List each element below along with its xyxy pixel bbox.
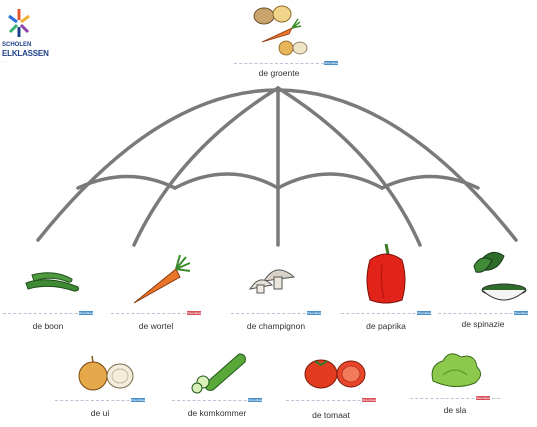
- hub-label: de groente: [224, 68, 334, 78]
- card-wortel-tag: Woordkaart: [187, 311, 201, 315]
- bean-icon: [0, 255, 103, 315]
- card-boon-tag: Woordkaart: [79, 311, 93, 315]
- card-komkommer-tag: Woordkaart: [248, 398, 262, 402]
- card-paprika-tag: Woordkaart: [417, 311, 431, 315]
- tomato-icon: [276, 352, 386, 412]
- vegetables-basket-icon: [224, 2, 334, 62]
- bell-pepper-icon: [331, 240, 441, 310]
- carrot-icon: [101, 255, 211, 315]
- mushroom-icon: [221, 255, 331, 315]
- card-champignon-label: de champignon: [221, 321, 331, 331]
- card-ui-tag: Woordkaart: [131, 398, 145, 402]
- card-champignon-tag: Woordkaart: [307, 311, 321, 315]
- card-tomaat-tag: Woordkaart: [362, 398, 376, 402]
- card-boon-label: de boon: [0, 321, 103, 331]
- umbrella-scallop-4: [382, 177, 478, 189]
- card-sla-tag: Woordkaart: [476, 396, 490, 400]
- card-ui-label: de ui: [45, 408, 155, 418]
- card-komkommer-label: de komkommer: [162, 408, 272, 418]
- umbrella-rib-3: [278, 88, 420, 245]
- card-spinazie-label: de spinazie: [428, 319, 537, 329]
- umbrella-scallop-2: [175, 174, 278, 188]
- umbrella-rib-1: [134, 88, 278, 245]
- lettuce-icon: [400, 345, 510, 405]
- card-sla-label: de sla: [400, 405, 510, 415]
- card-tomaat-label: de tomaat: [276, 410, 386, 420]
- umbrella-scallop-3: [278, 174, 382, 188]
- card-paprika-label: de paprika: [331, 321, 441, 331]
- card-spinazie-tag: Woordkaart: [514, 311, 528, 315]
- hub-tag: Woordkaart: [324, 61, 338, 65]
- spinach-icon: [428, 244, 537, 310]
- card-wortel-label: de wortel: [101, 321, 211, 331]
